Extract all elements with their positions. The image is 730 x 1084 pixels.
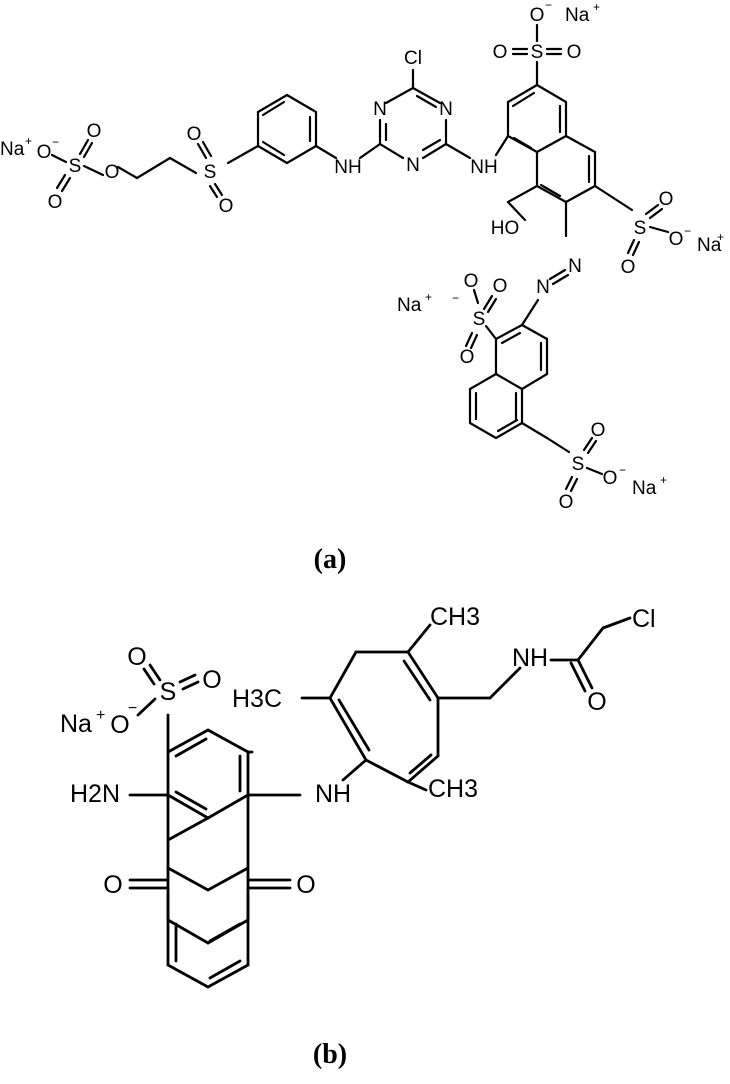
o-mid-a-atom: O xyxy=(464,271,479,292)
o-sulfate-a-atom: O xyxy=(87,121,102,142)
lower-naphthalene-ring xyxy=(468,323,549,440)
o-right-c-atom: O xyxy=(621,257,636,278)
ho-atom: HO xyxy=(491,218,520,239)
o-quinone-right-atom: O xyxy=(296,871,315,899)
s-sulfate-atom: S xyxy=(69,156,82,177)
s-mid-atom: S xyxy=(473,309,486,330)
nh-left-atom: NH xyxy=(334,157,361,178)
phenyl-ring xyxy=(226,93,318,165)
o-right-a-atom: O xyxy=(669,229,684,250)
o-sulfate-b-atom: O xyxy=(48,192,63,213)
right-sulfonate-group: S O − Na + O O xyxy=(593,184,724,278)
o-bottom-b-atom: O xyxy=(591,420,606,441)
s-top-atom: S xyxy=(531,42,544,63)
n1-atom: N xyxy=(439,99,453,120)
bottom-na-plus: + xyxy=(660,473,667,487)
panel-b-structure: O O S O O O − Na + H2N NH CH3 H3C CH3 NH xyxy=(60,603,656,1070)
trimethylphenyl-ring xyxy=(328,650,440,784)
sulfate-group: O S O O O − Na + xyxy=(0,121,119,213)
o-sulfonyl-top-atom: O xyxy=(187,124,202,145)
o-top-a-atom: O xyxy=(530,5,545,26)
bottom-sulfonate-group: S O − Na + O O xyxy=(520,420,667,513)
b-minus-charge: − xyxy=(128,700,137,717)
na-atom-b: Na xyxy=(60,710,92,738)
o-sulfonyl-bottom-atom: O xyxy=(219,196,234,217)
naphthol-ring-system xyxy=(506,83,597,204)
caption-a: (a) xyxy=(314,544,347,575)
right-na-atom: Na xyxy=(697,235,722,256)
o-mid-c-atom: O xyxy=(460,347,475,368)
top-minus-charge: − xyxy=(545,0,552,12)
sulfate-minus-charge: − xyxy=(52,135,59,149)
o-amide-atom: O xyxy=(587,688,606,716)
b-na-plus: + xyxy=(96,707,105,724)
o-a-atom-b: O xyxy=(127,643,146,671)
sulfonyl-group: S O O xyxy=(116,124,234,217)
nh-amine-atom: NH xyxy=(315,780,351,808)
o-quinone-left-atom: O xyxy=(103,871,122,899)
n2-atom: N xyxy=(373,99,387,120)
sulfate-na-plus: + xyxy=(25,134,32,148)
mid-minus-charge: − xyxy=(452,291,459,305)
s-atom-b: S xyxy=(160,678,177,706)
s-right-atom: S xyxy=(634,218,647,239)
mid-na-plus: + xyxy=(425,290,432,304)
o-b-atom-b: O xyxy=(202,666,221,694)
ch3-top-atom: CH3 xyxy=(430,603,480,631)
cl-atom: Cl xyxy=(404,48,422,69)
o-minus-atom-b: O xyxy=(110,711,129,739)
triazine-ring: Cl N N N xyxy=(358,48,472,176)
o-right-b-atom: O xyxy=(659,189,674,210)
caption-b: (b) xyxy=(313,1039,347,1070)
right-minus-charge: − xyxy=(684,224,691,238)
o-top-c-atom: O xyxy=(567,42,582,63)
o-mid-b-atom: O xyxy=(493,276,508,297)
o-bottom-a-atom: O xyxy=(603,468,618,489)
azo-n1-atom: N xyxy=(568,256,582,277)
mid-na-atom: Na xyxy=(397,295,422,316)
right-na-plus: + xyxy=(717,230,724,244)
cl-atom-b: Cl xyxy=(632,605,656,633)
ch3-left-atom: H3C xyxy=(232,685,282,713)
o-sulfate-c-atom: O xyxy=(37,142,52,163)
o-top-b-atom: O xyxy=(493,42,508,63)
n3-atom: N xyxy=(406,155,420,176)
o-bottom-c-atom: O xyxy=(559,492,574,513)
s-bottom-atom: S xyxy=(572,454,585,475)
top-na-atom: Na xyxy=(565,5,590,26)
azo-n2-atom: N xyxy=(536,277,550,298)
top-na-plus: + xyxy=(593,0,600,14)
mid-sulfonate-group: S O − Na + O O xyxy=(397,271,507,368)
h2n-atom: H2N xyxy=(70,780,120,808)
azo-group: N N xyxy=(520,256,582,327)
nh-right-atom: NH xyxy=(470,157,497,178)
ch3-bottom-atom: CH3 xyxy=(428,775,478,803)
top-sulfonate-group: S O − Na + O O xyxy=(493,0,600,87)
bottom-minus-charge: − xyxy=(619,463,626,477)
nh-amide-atom: NH xyxy=(512,644,548,672)
sulfate-na-atom: Na xyxy=(0,139,25,160)
o-sulfate-ester-atom: O xyxy=(105,162,120,183)
anthraquinone-core xyxy=(166,728,250,989)
bottom-na-atom: Na xyxy=(632,478,657,499)
s-sulfonyl-atom: S xyxy=(204,162,217,183)
panel-a-structure: S O − Na + O O S O − Na + O O HO NH Cl xyxy=(0,0,724,575)
